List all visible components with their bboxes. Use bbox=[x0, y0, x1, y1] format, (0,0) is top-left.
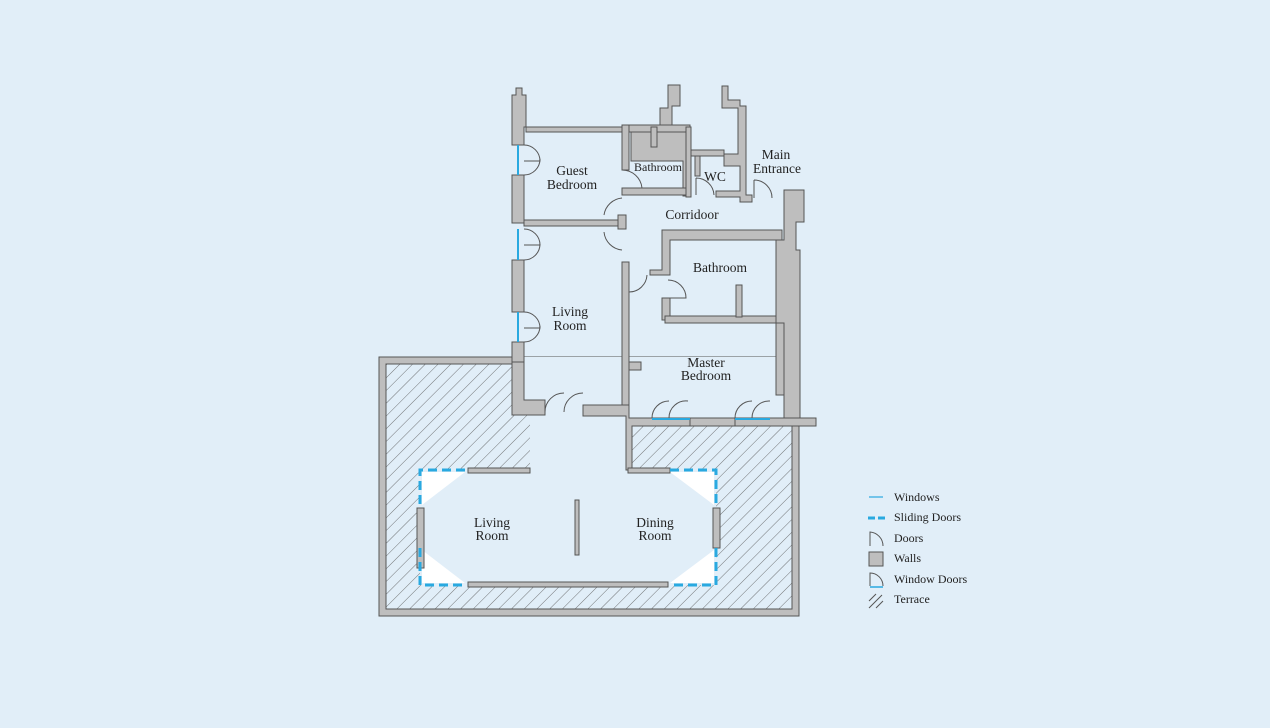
legend-item-doors: Doors bbox=[866, 528, 967, 549]
label-guest-bedroom-1: Guest bbox=[556, 163, 588, 178]
legend-label: Windows bbox=[894, 489, 940, 504]
legend-item-terrace: Terrace bbox=[866, 590, 967, 611]
legend-item-windows: Windows bbox=[866, 487, 967, 508]
wall-square-icon bbox=[868, 551, 884, 567]
walls bbox=[416, 84, 817, 588]
legend-item-walls: Walls bbox=[866, 549, 967, 570]
label-bathroom-2: Bathroom bbox=[693, 260, 747, 275]
label-living-room-lower-1: Living bbox=[474, 515, 510, 530]
legend-label: Window Doors bbox=[894, 571, 968, 586]
terrace-hatch-icon bbox=[868, 593, 884, 609]
label-master-bedroom-2: Bedroom bbox=[681, 368, 732, 383]
label-dining-room-1: Dining bbox=[636, 515, 674, 530]
window-line-icon bbox=[869, 496, 883, 498]
doors bbox=[523, 144, 773, 419]
door-arc-icon bbox=[869, 531, 884, 547]
sliding-door-dash-icon bbox=[868, 516, 885, 520]
label-main-entrance-1: Main bbox=[762, 147, 791, 162]
legend-label: Sliding Doors bbox=[894, 510, 962, 525]
label-living-room-upper-1: Living bbox=[552, 304, 588, 319]
label-bathroom-1: Bathroom bbox=[634, 160, 683, 174]
window-door-icon bbox=[869, 572, 884, 588]
label-corridor: Corridoor bbox=[665, 207, 719, 222]
legend-label: Doors bbox=[894, 530, 924, 545]
sliding-doors bbox=[418, 468, 718, 587]
legend: Windows Sliding Doors Doors Walls Window… bbox=[866, 487, 967, 610]
terrace bbox=[378, 356, 800, 617]
label-guest-bedroom-2: Bedroom bbox=[547, 177, 598, 192]
label-wc: WC bbox=[704, 169, 726, 184]
windows bbox=[517, 145, 770, 420]
legend-label: Walls bbox=[894, 551, 922, 566]
label-living-room-upper-2: Room bbox=[553, 318, 587, 333]
label-living-room-lower-2: Room bbox=[475, 528, 509, 543]
legend-label: Terrace bbox=[894, 592, 930, 607]
legend-item-sliding-doors: Sliding Doors bbox=[866, 508, 967, 529]
legend-item-window-doors: Window Doors bbox=[866, 569, 967, 590]
label-dining-room-2: Room bbox=[638, 528, 672, 543]
label-main-entrance-2: Entrance bbox=[753, 161, 801, 176]
label-master-bedroom-1: Master bbox=[687, 355, 725, 370]
